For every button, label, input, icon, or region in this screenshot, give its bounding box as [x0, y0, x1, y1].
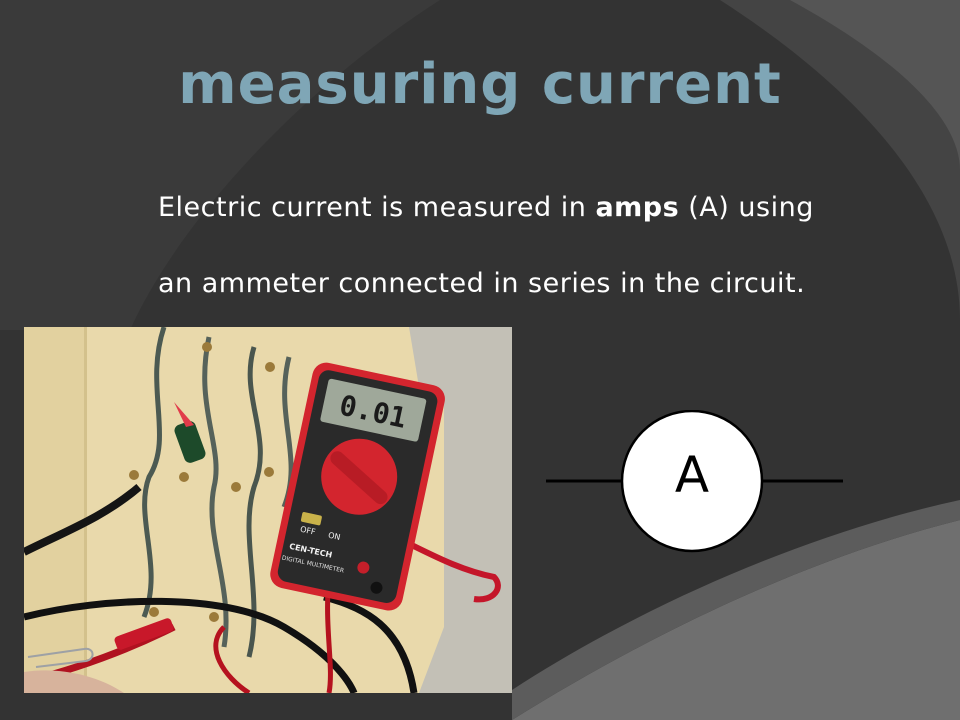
- multimeter-on-label: ON: [327, 531, 341, 542]
- circuit-photo: 0.01 OFF ON CEN-TECH DIGITAL MULTIMETER: [24, 327, 512, 693]
- ammeter-symbol: A: [546, 409, 846, 555]
- body-text-bold-term: amps: [595, 192, 680, 223]
- ammeter-letter: A: [674, 446, 710, 504]
- body-text-line-2: an ammeter connected in series in the ci…: [158, 268, 806, 299]
- body-text-segment: (A) using: [679, 192, 814, 223]
- multimeter-off-label: OFF: [299, 525, 316, 537]
- body-text-line-1: Electric current is measured in amps (A)…: [158, 192, 814, 223]
- body-text-segment: Electric current is measured in: [158, 192, 596, 223]
- slide-title: measuring current: [178, 52, 782, 117]
